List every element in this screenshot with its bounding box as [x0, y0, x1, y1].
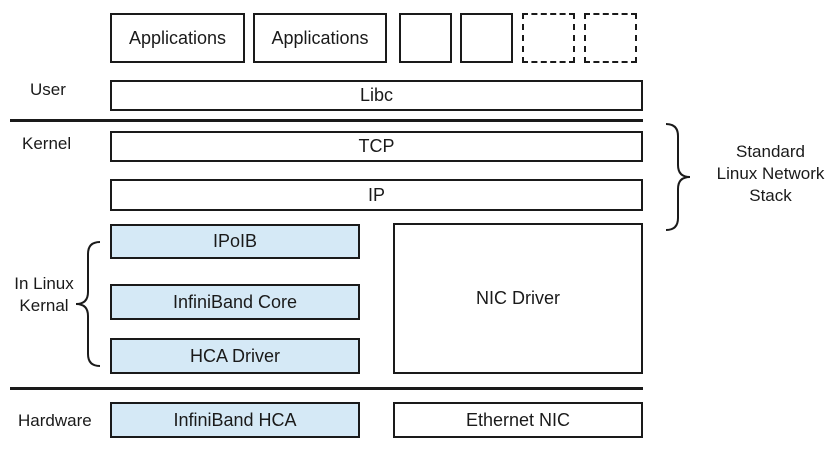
in-linux-kernal-label: In Linux Kernal [8, 273, 80, 317]
user-kernel-divider [10, 119, 643, 122]
standard-stack-line-1: Standard [736, 142, 805, 161]
standard-stack-label: Standard Linux Network Stack [698, 141, 840, 207]
standard-stack-line-3: Stack [749, 186, 792, 205]
empty-app-box-1 [399, 13, 452, 63]
libc-box: Libc [110, 80, 643, 111]
applications-box-2: Applications [253, 13, 387, 63]
in-linux-kernal-line-2: Kernal [19, 296, 69, 315]
kernel-layer-label: Kernel [22, 134, 72, 153]
infiniband-core-box: InfiniBand Core [110, 284, 360, 320]
empty-app-box-2 [460, 13, 513, 63]
kernel-hardware-divider [10, 387, 643, 390]
standard-stack-brace [665, 123, 691, 231]
tcp-box: TCP [110, 131, 643, 162]
nic-driver-box: NIC Driver [393, 223, 643, 374]
dashed-app-box-1 [522, 13, 575, 63]
in-linux-kernal-brace [75, 241, 101, 367]
ip-box: IP [110, 179, 643, 211]
user-layer-label: User [30, 80, 66, 99]
dashed-app-box-2 [584, 13, 637, 63]
ipoib-box: IPoIB [110, 224, 360, 259]
hardware-layer-label: Hardware [18, 411, 92, 430]
infiniband-hca-box: InfiniBand HCA [110, 402, 360, 438]
applications-box-1: Applications [110, 13, 245, 63]
hca-driver-box: HCA Driver [110, 338, 360, 374]
ethernet-nic-box: Ethernet NIC [393, 402, 643, 438]
standard-stack-line-2: Linux Network [716, 164, 825, 183]
in-linux-kernal-line-1: In Linux [14, 274, 74, 293]
